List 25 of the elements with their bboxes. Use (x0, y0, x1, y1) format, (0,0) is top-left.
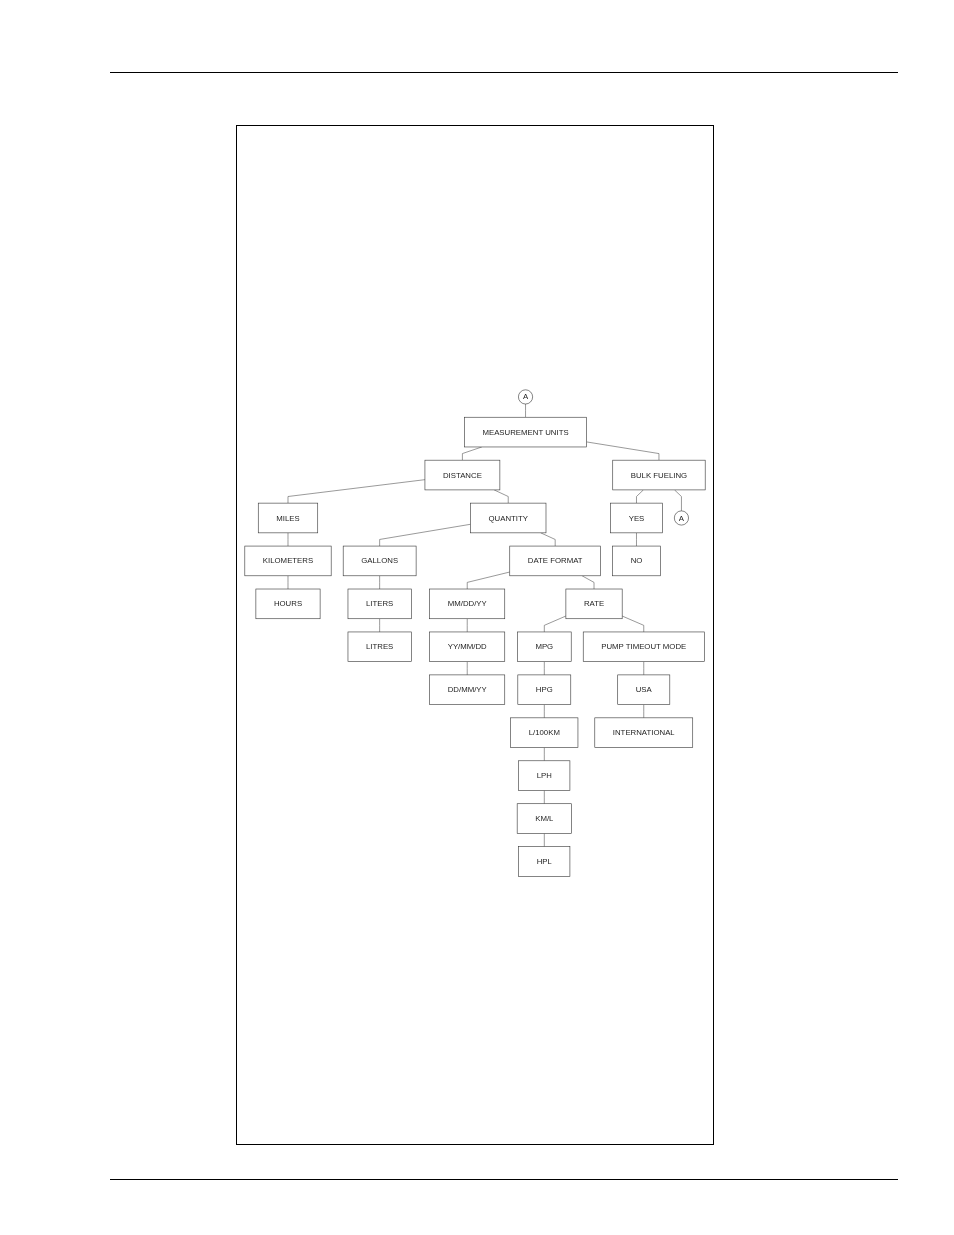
connector (636, 489, 644, 504)
connector (466, 661, 468, 676)
connector (621, 615, 645, 633)
connector (379, 575, 380, 590)
connector (674, 489, 682, 512)
connector (544, 615, 567, 633)
connector (544, 833, 545, 847)
connector (287, 532, 289, 547)
connector (287, 575, 289, 590)
connector (586, 441, 660, 461)
connector (643, 661, 645, 676)
connector (636, 532, 637, 547)
connector (466, 618, 468, 633)
connector (493, 489, 509, 504)
connector (544, 747, 545, 761)
connector (544, 661, 545, 676)
connector (379, 618, 380, 633)
connector (466, 571, 511, 590)
connector (643, 704, 645, 719)
connector (287, 479, 426, 504)
connector (581, 575, 595, 590)
connector (544, 704, 545, 719)
connector (544, 790, 545, 804)
connector (379, 523, 471, 547)
connector (525, 403, 526, 418)
